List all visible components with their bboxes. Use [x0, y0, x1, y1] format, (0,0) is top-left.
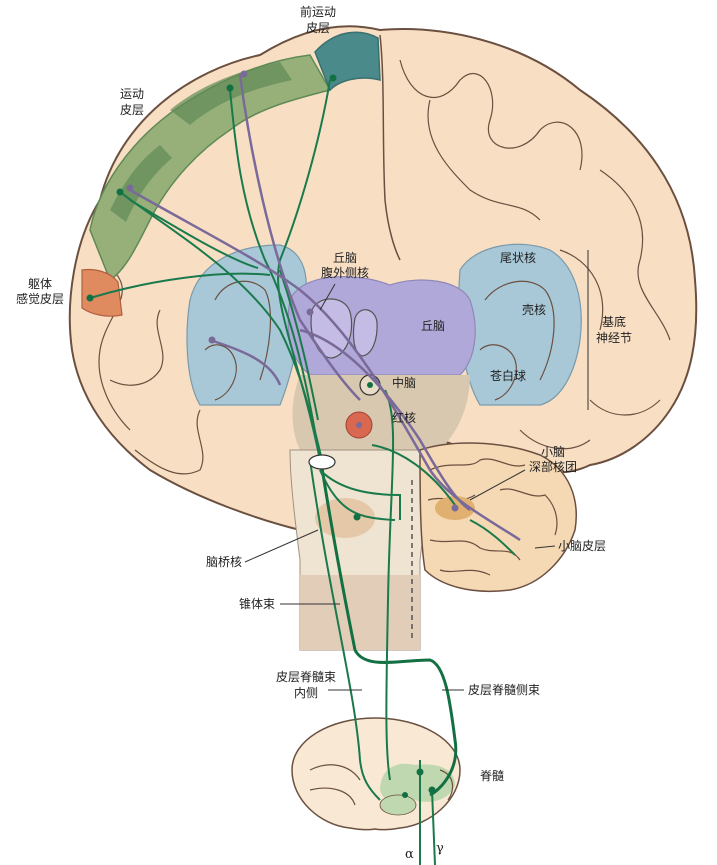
label-pyramidal-tract: 锥体束 [239, 597, 275, 611]
label-gamma: γ [436, 841, 444, 856]
label-motor-cortex-2: 皮层 [120, 103, 144, 117]
label-premotor-cortex-1: 前运动 [300, 4, 336, 19]
label-medial-corticospinal-1: 皮层脊髓束 [276, 670, 336, 684]
label-red-nucleus: 红核 [392, 410, 416, 425]
label-motor-cortex-1: 运动 [120, 87, 144, 101]
label-somatosensory-1: 躯体 [28, 276, 52, 291]
label-putamen: 壳核 [522, 303, 546, 317]
right-gyri [399, 59, 671, 450]
label-thalamus-vl-1: 丘脑 [333, 251, 357, 265]
label-globus-pallidus: 苍白球 [490, 368, 526, 383]
label-alpha: α [405, 847, 414, 862]
label-medial-corticospinal-2: 内侧 [294, 686, 318, 700]
basal-ganglia-left-lines [204, 280, 272, 401]
label-somatosensory-2: 感觉皮层 [16, 291, 64, 306]
thalamus-vl-nucleus [310, 298, 378, 359]
cell-bodies [86, 70, 459, 798]
left-hemisphere-fissure [379, 34, 401, 261]
brainstem-shadow [300, 575, 420, 650]
label-midbrain: 中脑 [392, 375, 416, 390]
label-deep-cerebellar-1: 小脑 [541, 445, 565, 459]
label-thalamus-vl-2: 腹外侧核 [321, 266, 369, 280]
label-thalamus: 丘脑 [421, 319, 445, 333]
spinal-lines [309, 764, 454, 806]
label-deep-cerebellar-2: 深部核团 [529, 459, 577, 474]
spinal-cord [291, 717, 461, 831]
motor-cortex-dark-band [110, 62, 292, 222]
label-cerebellar-cortex: 小脑皮层 [558, 539, 606, 553]
midbrain-region [292, 375, 470, 450]
label-spinal-cord: 脊髓 [480, 769, 504, 783]
basal-ganglia-right-lines [479, 280, 555, 401]
pyramidal-tract-cross-section [308, 454, 336, 470]
label-premotor-cortex-2: 皮层 [306, 21, 330, 35]
label-pontine-nuclei: 脑桥核 [206, 555, 242, 569]
loop-pathways [129, 74, 521, 542]
leader-cerebellar-cortex [534, 545, 556, 549]
label-basal-ganglia-1: 基底 [602, 314, 626, 329]
spinal-ventral-horn [379, 794, 417, 816]
somatosensory-cortex-region [81, 268, 123, 317]
pontine-nucleus [315, 498, 375, 538]
label-caudate: 尾状核 [500, 251, 536, 265]
leader-pontine-nuclei [244, 529, 319, 563]
label-basal-ganglia-2: 神经节 [596, 331, 632, 345]
leader-thalamus-vl [319, 283, 336, 311]
basal-ganglia-right [458, 243, 582, 406]
cerebellum [419, 442, 577, 593]
label-lateral-corticospinal: 皮层脊髓侧束 [468, 683, 540, 697]
leader-deep-cerebellar [469, 469, 526, 501]
corticospinal-pathways [89, 79, 516, 865]
